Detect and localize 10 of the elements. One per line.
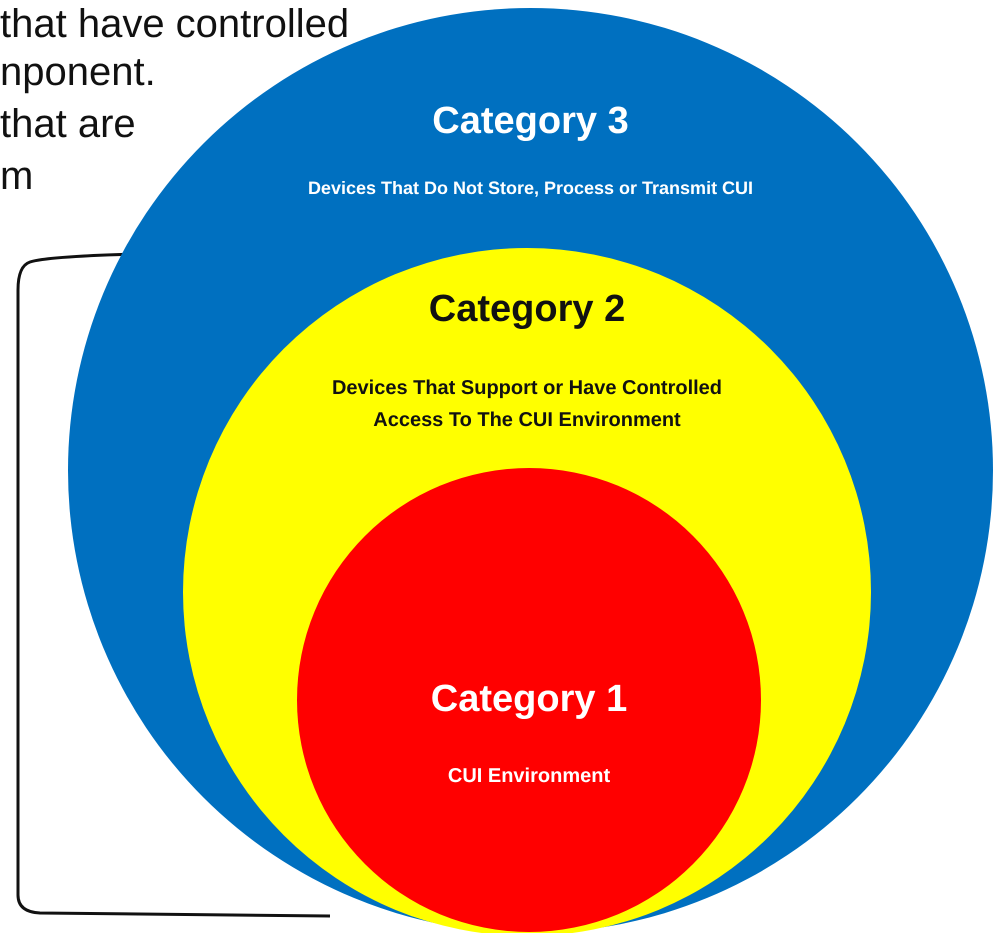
text-fragment: nponent. [0, 52, 156, 92]
category-heading: Category 3 [432, 100, 629, 142]
category-description: Devices That Do Not Store, Process or Transmit CUI [308, 178, 754, 198]
category-heading: Category 1 [430, 678, 628, 720]
category-description: CUI Environment [448, 765, 610, 787]
text-fragment: m [0, 156, 34, 196]
text-fragment: that have controlled [0, 4, 350, 44]
text-fragment: that are [0, 104, 136, 144]
category-heading: Category 2 [428, 288, 626, 330]
category-description: Devices That Support or Have Controlled Access To The CUI Environment [332, 377, 722, 431]
